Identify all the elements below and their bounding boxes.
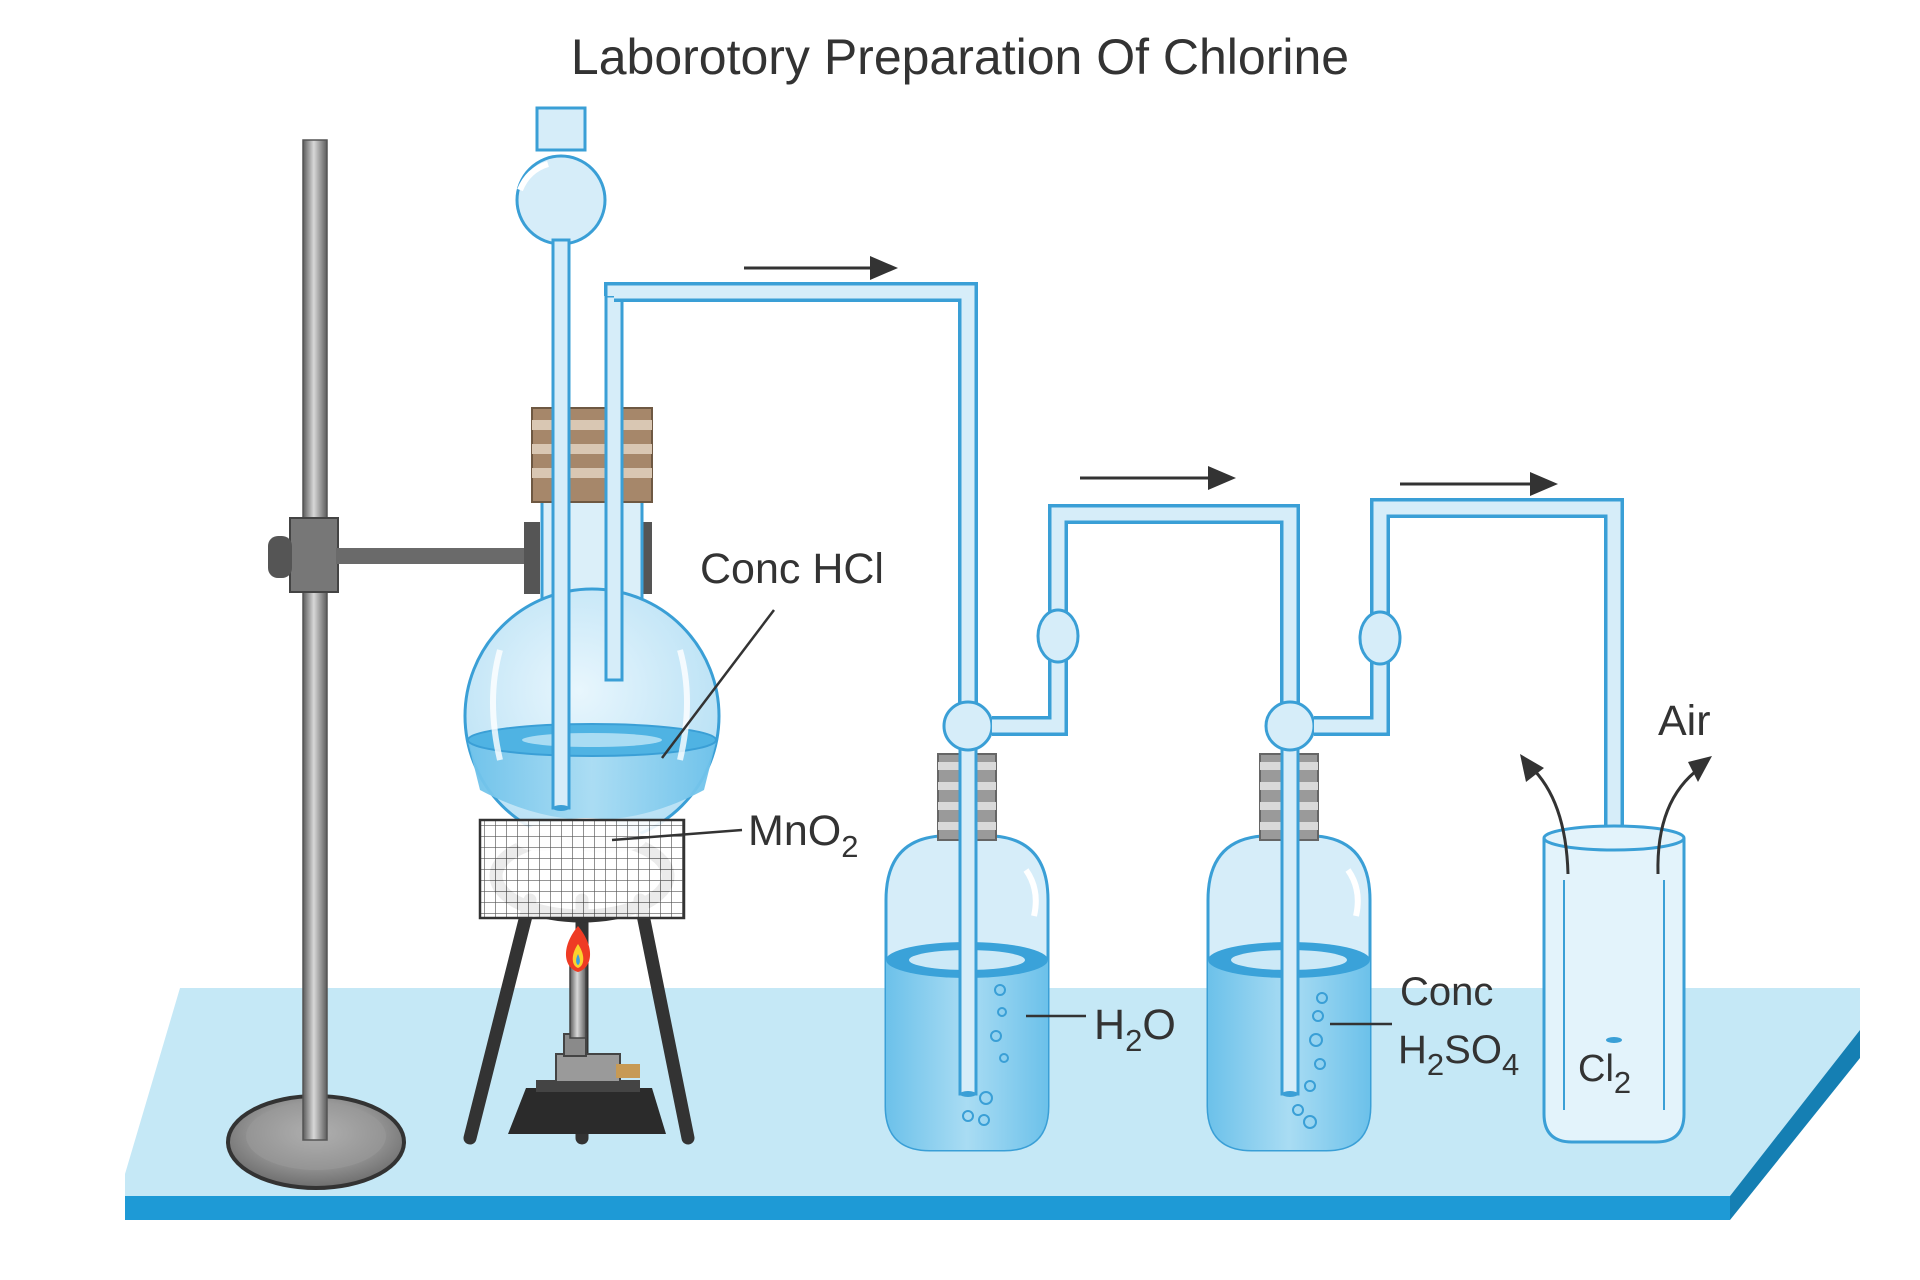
thistle-stem <box>551 238 571 810</box>
label-mno2-sub: 2 <box>841 829 859 864</box>
label-cl2-main: Cl <box>1578 1048 1614 1090</box>
round-bottom-flask <box>463 106 721 920</box>
gas-inlet <box>616 1064 640 1078</box>
thistle-funnel <box>515 106 607 811</box>
delivery-tube-3 <box>1264 498 1624 1040</box>
stand-rod <box>302 139 328 1141</box>
label-h2so4-so: SO <box>1444 1028 1502 1072</box>
diagram-title: Laborotory Preparation Of Chlorine <box>570 29 1350 85</box>
table-front-edge <box>125 1196 1730 1220</box>
label-mno2: MnO2 <box>748 807 858 863</box>
label-conc-hcl: Conc HCl <box>700 545 884 593</box>
wash-bottle-acid <box>1206 708 1372 1152</box>
leader-conc-hcl <box>661 609 775 759</box>
label-h2so4-sub4: 4 <box>1501 1047 1520 1082</box>
flask-cork <box>531 407 653 503</box>
clamp-jaw-left <box>524 522 540 594</box>
label-cl2-sub: 2 <box>1613 1065 1632 1100</box>
label-h2so4-h: H <box>1398 1028 1427 1072</box>
label-h2so4-sub2: 2 <box>1426 1047 1445 1082</box>
label-cl2: Cl2 <box>1578 1048 1631 1098</box>
bubbles-2 <box>1292 992 1328 1129</box>
label-h2o-sub: 2 <box>1125 1023 1143 1058</box>
wire-gauze <box>480 820 684 918</box>
clamp-boss <box>289 517 339 593</box>
label-mno2-main: MnO <box>748 807 842 855</box>
bunsen-burner <box>508 926 666 1134</box>
label-h2o-h: H <box>1094 1001 1126 1049</box>
bubbles-1 <box>962 984 1009 1126</box>
label-conc: Conc <box>1400 970 1494 1014</box>
delivery-tube-2 <box>942 504 1300 752</box>
label-h2o: H2O <box>1094 1001 1176 1057</box>
clamp-screw <box>268 536 292 578</box>
retort-stand <box>226 139 652 1190</box>
flask-delivery-tube <box>604 294 624 682</box>
table-side-edge <box>1730 1030 1860 1220</box>
leader-lines <box>611 609 1392 1026</box>
air-escape-arrows <box>1520 754 1712 875</box>
wash-bottle-water <box>884 708 1050 1152</box>
flow-arrows <box>744 256 1558 496</box>
gas-jar <box>1542 824 1686 1144</box>
label-h2o-o: O <box>1142 1001 1176 1049</box>
leader-mno2 <box>611 828 743 842</box>
label-air: Air <box>1658 697 1711 745</box>
label-h2so4: H2SO4 <box>1398 1028 1519 1080</box>
burner-base <box>508 1088 666 1134</box>
clamp-arm <box>336 548 526 564</box>
flask-liquid <box>468 734 716 820</box>
